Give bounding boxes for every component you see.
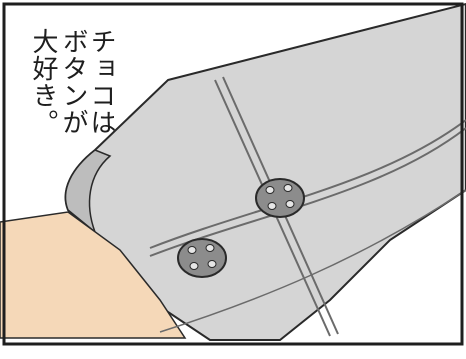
panel-border: [2, 2, 464, 346]
cuff-seam: [149, 119, 466, 249]
arm-skin: [0, 211, 187, 339]
cuff-button-icon: [177, 238, 227, 278]
caption-line-2: ボタンが: [58, 28, 88, 136]
caption-line-1: チョコは: [86, 28, 116, 136]
cuff-seam: [159, 189, 466, 333]
caption-line-3: 大好き。: [28, 28, 58, 136]
cuff-button-icon: [255, 178, 305, 218]
